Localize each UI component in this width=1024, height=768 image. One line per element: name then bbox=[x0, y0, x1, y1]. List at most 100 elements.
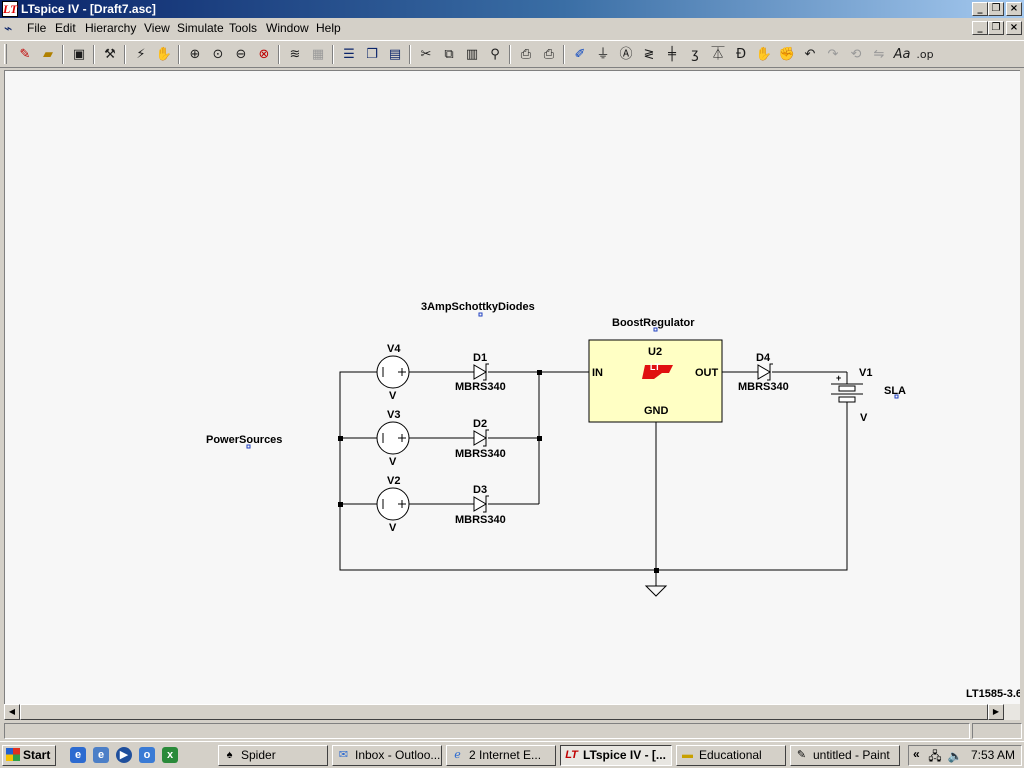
d2-name[interactable]: D2 bbox=[473, 418, 487, 430]
u2-name[interactable]: U2 bbox=[648, 346, 662, 358]
diode-d3[interactable] bbox=[473, 495, 489, 513]
autoscale-icon[interactable]: ≋ bbox=[289, 47, 301, 62]
v2-value[interactable]: V bbox=[389, 522, 397, 534]
spice-directive-icon[interactable]: .op bbox=[916, 48, 934, 61]
d1-part[interactable]: MBRS340 bbox=[455, 381, 506, 393]
app-close-button[interactable]: × bbox=[1006, 2, 1022, 16]
title-bar[interactable]: LT LTspice IV - [Draft7.asc] _ ❐ × bbox=[0, 0, 1024, 18]
d4-part[interactable]: MBRS340 bbox=[738, 381, 789, 393]
rotate-icon[interactable]: ⟲ bbox=[850, 47, 862, 62]
regulator-u2[interactable]: LT bbox=[588, 339, 723, 423]
copy-icon[interactable]: ⧉ bbox=[444, 47, 454, 62]
volume-icon[interactable]: 🔈 bbox=[947, 749, 963, 763]
taskbar-item-spider[interactable]: ♠Spider bbox=[218, 745, 328, 766]
voltage-source-v2[interactable] bbox=[376, 487, 410, 521]
component-ref-label[interactable]: LT1585-3.6 bbox=[966, 688, 1020, 700]
cut-icon[interactable]: ✂ bbox=[420, 47, 432, 62]
menu-window[interactable]: Window bbox=[266, 21, 309, 35]
net-label-sla[interactable]: SLA bbox=[884, 385, 906, 397]
resistor-icon[interactable]: ≷ bbox=[643, 47, 655, 62]
schematic-drawing[interactable]: LT 3AmpSchottkyDiodes PowerSources Boost… bbox=[5, 71, 1020, 704]
d2-part[interactable]: MBRS340 bbox=[455, 448, 506, 460]
diode-d1[interactable] bbox=[473, 363, 489, 381]
battery-v1[interactable] bbox=[831, 383, 863, 403]
new-schematic-icon[interactable]: ✎ bbox=[19, 47, 31, 62]
zoom-fit-icon[interactable]: ⊗ bbox=[258, 47, 270, 62]
control-panel-icon[interactable]: ⚒ bbox=[104, 47, 116, 62]
voltage-source-v3[interactable] bbox=[376, 421, 410, 455]
schematic-icon[interactable]: ⌁ bbox=[4, 20, 13, 36]
menu-file[interactable]: File bbox=[27, 21, 47, 35]
move-icon[interactable]: ✋ bbox=[755, 47, 773, 62]
drag-icon[interactable]: ✊ bbox=[778, 47, 796, 62]
menu-edit[interactable]: Edit bbox=[55, 21, 76, 35]
d4-name[interactable]: D4 bbox=[756, 352, 771, 364]
doc-restore-button[interactable]: ❐ bbox=[988, 21, 1004, 35]
diode-icon[interactable]: ⏄ bbox=[711, 47, 725, 62]
print-icon[interactable]: ⎙ bbox=[543, 47, 555, 62]
v3-name[interactable]: V3 bbox=[387, 409, 400, 421]
clock[interactable]: 7:53 AM bbox=[971, 748, 1016, 762]
autorange-icon[interactable]: ▦ bbox=[311, 47, 325, 62]
horizontal-scrollbar[interactable]: ◀ ▶ bbox=[4, 704, 1020, 720]
taskbar-item-paint[interactable]: ✎untitled - Paint bbox=[790, 745, 900, 766]
label-net-icon[interactable]: Ⓐ bbox=[619, 47, 633, 62]
outlook-icon[interactable]: o bbox=[139, 747, 155, 763]
v1-name[interactable]: V1 bbox=[859, 367, 872, 379]
ground-icon[interactable]: ⏚ bbox=[596, 47, 610, 62]
zoom-out-icon[interactable]: ⊖ bbox=[235, 47, 247, 62]
ie-alt-icon[interactable]: e bbox=[93, 747, 109, 763]
v3-value[interactable]: V bbox=[389, 456, 397, 468]
text-icon[interactable]: Aa bbox=[893, 47, 911, 62]
taskbar-item-educational[interactable]: ▬Educational bbox=[676, 745, 786, 766]
doc-minimize-button[interactable]: _ bbox=[972, 21, 988, 35]
media-player-icon[interactable]: ▶ bbox=[116, 747, 132, 763]
v4-name[interactable]: V4 bbox=[387, 343, 401, 355]
menu-view[interactable]: View bbox=[144, 21, 170, 35]
ltspice-app-icon[interactable]: LT bbox=[2, 1, 18, 17]
v4-value[interactable]: V bbox=[389, 390, 397, 402]
toolbar-grip[interactable] bbox=[4, 44, 7, 64]
paste-icon[interactable]: ▥ bbox=[465, 47, 479, 62]
excel-icon[interactable]: x bbox=[162, 747, 178, 763]
doc-close-button[interactable]: × bbox=[1006, 21, 1022, 35]
zoom-in-icon[interactable]: ⊕ bbox=[189, 47, 201, 62]
menu-hierarchy[interactable]: Hierarchy bbox=[85, 21, 137, 35]
close-window-icon[interactable]: ▤ bbox=[388, 47, 402, 62]
d3-part[interactable]: MBRS340 bbox=[455, 514, 506, 526]
v1-value[interactable]: V bbox=[860, 412, 868, 424]
menu-tools[interactable]: Tools bbox=[229, 21, 258, 35]
component-icon[interactable]: Ð bbox=[735, 47, 747, 62]
app-minimize-button[interactable]: _ bbox=[972, 2, 988, 16]
group-label-regulator[interactable]: BoostRegulator bbox=[612, 317, 695, 329]
redo-icon[interactable]: ↷ bbox=[827, 47, 839, 62]
voltage-source-v4[interactable] bbox=[376, 355, 410, 389]
ground-symbol[interactable] bbox=[644, 585, 668, 597]
draw-wire-icon[interactable]: ✐ bbox=[574, 47, 586, 62]
start-button[interactable]: Start bbox=[2, 745, 56, 766]
menu-simulate[interactable]: Simulate bbox=[177, 21, 224, 35]
wires[interactable] bbox=[339, 371, 848, 586]
tray-expand-button[interactable]: « bbox=[913, 747, 920, 761]
taskbar-item-outlook[interactable]: ✉Inbox - Outloo... bbox=[332, 745, 442, 766]
pan-icon[interactable]: ⊙ bbox=[212, 47, 224, 62]
app-restore-button[interactable]: ❐ bbox=[988, 2, 1004, 16]
open-icon[interactable]: ▰ bbox=[43, 47, 53, 62]
d3-name[interactable]: D3 bbox=[473, 484, 487, 496]
scroll-right-button[interactable]: ▶ bbox=[988, 704, 1004, 720]
menu-help[interactable]: Help bbox=[316, 21, 341, 35]
run-icon[interactable]: ⚡ bbox=[136, 47, 146, 62]
cascade-icon[interactable]: ❐ bbox=[366, 47, 378, 62]
d1-name[interactable]: D1 bbox=[473, 352, 487, 364]
network-icon[interactable]: 🖧 bbox=[928, 749, 942, 763]
save-icon[interactable]: ▣ bbox=[72, 47, 86, 62]
capacitor-icon[interactable]: ╪ bbox=[668, 47, 676, 62]
schematic-canvas[interactable]: LT 3AmpSchottkyDiodes PowerSources Boost… bbox=[4, 70, 1020, 704]
group-label-diodes[interactable]: 3AmpSchottkyDiodes bbox=[421, 301, 535, 313]
halt-icon[interactable]: ✋ bbox=[155, 47, 173, 62]
diode-d4[interactable] bbox=[757, 363, 773, 381]
group-label-sources[interactable]: PowerSources bbox=[206, 434, 282, 446]
inductor-icon[interactable]: ʒ bbox=[691, 47, 699, 62]
mirror-icon[interactable]: ⇋ bbox=[873, 47, 885, 62]
find-icon[interactable]: ⚲ bbox=[490, 47, 500, 62]
